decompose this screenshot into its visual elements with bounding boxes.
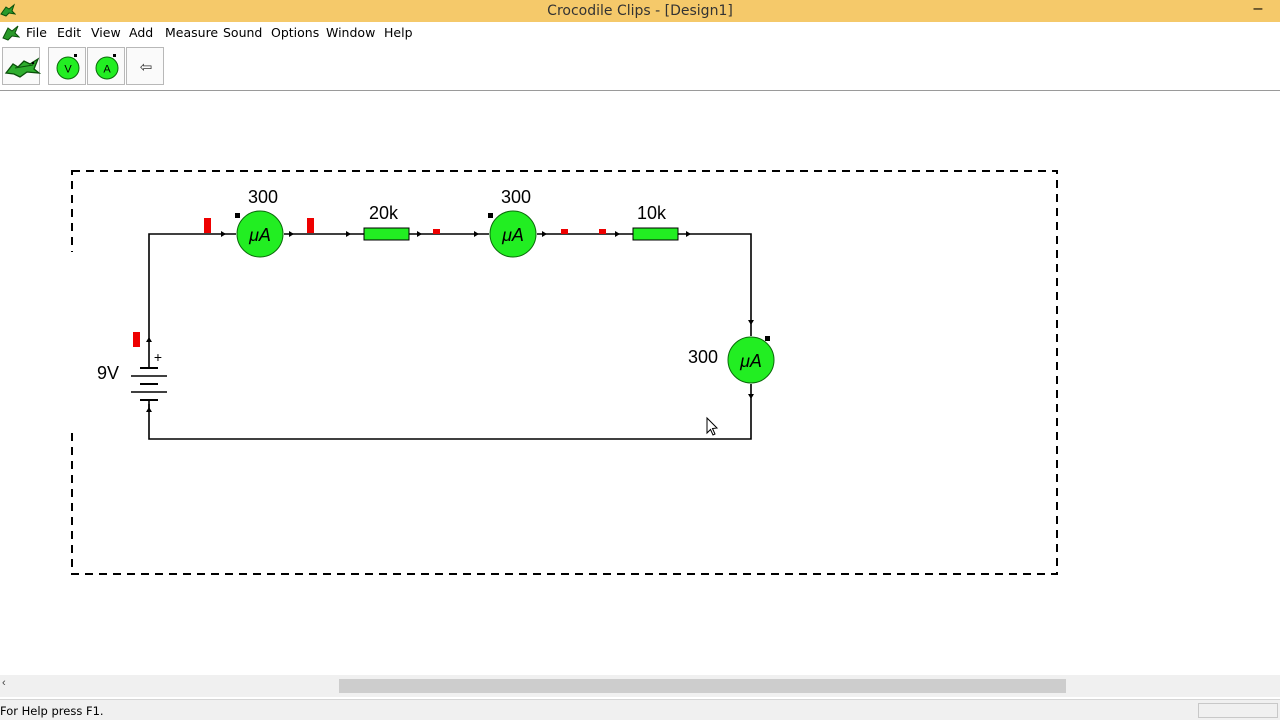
design-canvas[interactable]: + μA μA μA 300 20k 300 10k 300 9V xyxy=(0,92,1280,674)
menu-window[interactable]: Window xyxy=(326,25,376,40)
menu-view[interactable]: View xyxy=(91,25,121,40)
back-arrow-glyph: ⇦ xyxy=(140,58,153,76)
ammeter-2[interactable]: μA xyxy=(488,210,537,258)
menu-measure[interactable]: Measure xyxy=(165,25,219,40)
ammeter-1-reading: 300 xyxy=(248,187,279,207)
menu-help[interactable]: Help xyxy=(384,25,413,40)
back-arrow-icon: ⇦ xyxy=(140,58,153,76)
battery-plus: + xyxy=(154,349,162,365)
mouse-cursor-icon xyxy=(706,416,719,436)
menu-edit[interactable]: Edit xyxy=(57,25,82,40)
ammeter-3-unit: μA xyxy=(739,351,762,371)
scrollbar-thumb[interactable] xyxy=(339,679,1066,693)
ammeter-3[interactable]: μA xyxy=(727,336,775,384)
resistor-20k-label: 20k xyxy=(369,203,399,223)
crocodile-icon[interactable] xyxy=(0,2,17,23)
scroll-left-icon[interactable]: ‹ xyxy=(2,677,6,689)
ammeter-icon: A xyxy=(95,54,119,80)
resistor-20k[interactable] xyxy=(363,227,410,241)
ammeter-glyph: A xyxy=(103,64,111,76)
horizontal-scrollbar[interactable]: ‹ xyxy=(0,675,1280,697)
ammeter-2-unit: μA xyxy=(501,225,524,245)
title-bar: Crocodile Clips - [Design1] – xyxy=(0,0,1280,22)
menu-sound[interactable]: Sound xyxy=(223,25,263,40)
resistor-10k-label: 10k xyxy=(637,203,667,223)
ammeter-2-reading: 300 xyxy=(501,187,532,207)
window-title: Crocodile Clips - [Design1] xyxy=(547,3,733,19)
back-button[interactable]: ⇦ xyxy=(126,47,164,85)
status-text: For Help press F1. xyxy=(0,704,104,718)
menu-file[interactable]: File xyxy=(26,25,47,40)
connection-arrows xyxy=(146,231,754,412)
add-voltmeter-button[interactable]: V xyxy=(48,47,86,85)
menu-add[interactable]: Add xyxy=(129,25,154,40)
battery[interactable]: + xyxy=(131,342,167,410)
crocodile-button[interactable] xyxy=(2,47,41,85)
circuit-wires[interactable] xyxy=(148,233,752,440)
menu-options[interactable]: Options xyxy=(271,25,320,40)
battery-label: 9V xyxy=(97,363,120,383)
document-icon[interactable] xyxy=(2,24,21,46)
circuit-diagram: + μA μA μA xyxy=(70,170,1058,575)
current-markers xyxy=(133,218,606,347)
ammeter-1-unit: μA xyxy=(248,225,271,245)
minimize-button[interactable]: – xyxy=(1253,0,1263,17)
voltmeter-glyph: V xyxy=(64,64,72,76)
menu-bar: File Edit View Add Measure Sound Options… xyxy=(0,22,1280,43)
ammeter-1[interactable]: μA xyxy=(235,210,284,258)
resistor-10k[interactable] xyxy=(632,227,679,241)
ammeter-3-reading: 300 xyxy=(688,347,719,367)
toolbar: V A ⇦ xyxy=(0,43,1280,91)
page-boundary xyxy=(71,170,1058,575)
crocodile-logo-icon xyxy=(4,57,41,78)
status-panel xyxy=(1198,703,1278,718)
status-bar: For Help press F1. xyxy=(0,699,1280,720)
add-ammeter-button[interactable]: A xyxy=(87,47,125,85)
voltmeter-icon: V xyxy=(56,54,80,80)
page-boundary-gap xyxy=(70,252,76,430)
